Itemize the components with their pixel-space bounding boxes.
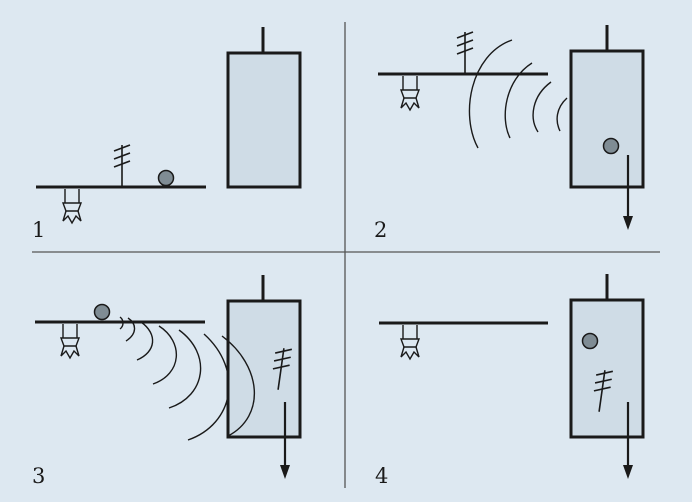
panel-3-wave-4 (152, 325, 177, 385)
panel-3-ball (93, 303, 111, 321)
panel-1: 1 (32, 27, 302, 242)
panel-4-box (569, 298, 645, 439)
panel-1-label: 1 (32, 218, 45, 242)
panel-2-wave-1 (468, 39, 513, 149)
panel-2-fall-arrowhead (623, 216, 633, 230)
panel-2-box (569, 49, 645, 189)
panel-3-label: 3 (32, 464, 45, 488)
panel-2-wave-3 (532, 81, 552, 133)
panel-4-fall-arrowhead (623, 465, 633, 479)
panel-4-ball (581, 332, 599, 350)
panel-1-box (226, 51, 302, 189)
panel-3-fall-arrowhead (280, 465, 290, 479)
panel-2-wave-2 (504, 62, 533, 139)
panel-2-label: 2 (374, 218, 387, 242)
panel-3-wave-2 (125, 317, 136, 342)
panel-1-ball (157, 169, 175, 187)
panel-3-wave-5 (168, 329, 202, 409)
panel-3-wave-inside (221, 335, 255, 437)
panel-3-wave-3 (136, 321, 154, 361)
panel-2: 2 (374, 25, 645, 242)
panel-3: 3 (32, 275, 302, 488)
panel-3-box (226, 299, 302, 439)
panel-2-ball (602, 137, 620, 155)
panel-4: 4 (375, 274, 645, 488)
panel-3-wave-1 (119, 316, 124, 330)
panel-2-wave-4 (556, 97, 568, 132)
panel-4-label: 4 (375, 464, 388, 488)
